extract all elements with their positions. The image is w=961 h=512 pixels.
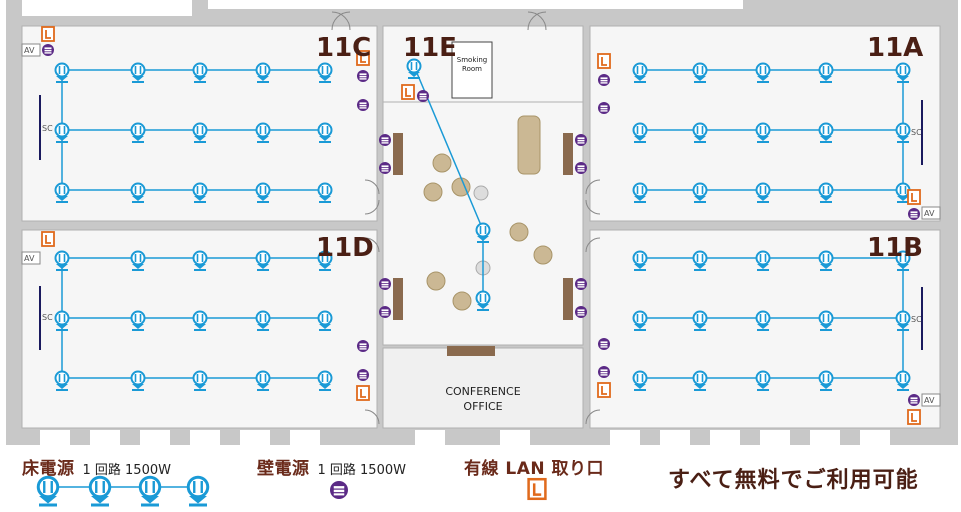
conference-line2: OFFICE (463, 400, 502, 413)
sc-mark-11a: SC (911, 128, 922, 137)
legend-floor-power-detail: 1 回路 1500W (82, 463, 171, 478)
room-label-11d: 11D (316, 233, 374, 263)
sc-mark-11d: SC (42, 313, 53, 322)
conference-line1: CONFERENCE (445, 385, 520, 398)
room-label-11c: 11C (316, 33, 371, 63)
legend-lan-title: 有線 LAN 取り口 (464, 459, 605, 479)
smoking-room (451, 41, 493, 99)
room-label-11a: 11A (867, 33, 923, 63)
room-label-11b: 11B (867, 233, 923, 263)
legend-lan-icon (527, 477, 547, 501)
av-mark-11d: AV (24, 254, 35, 263)
av-mark-11a: AV (924, 209, 935, 218)
av-mark-11c: AV (24, 46, 35, 55)
legend-wall-power-title: 壁電源 (257, 459, 310, 479)
legend-wall-power-detail: 1 回路 1500W (317, 463, 406, 478)
conference-office-area (382, 347, 584, 429)
legend-floor-power-title: 床電源 (22, 459, 75, 479)
legend-wall-outlet-icon (330, 481, 348, 499)
free-notice: すべて無料でご利用可能 (668, 468, 919, 493)
legend-wall-power: 壁電源 1 回路 1500W (257, 454, 406, 479)
legend-lan: 有線 LAN 取り口 (464, 454, 604, 479)
legend-floor-outlet-icons (36, 475, 210, 507)
sc-mark-11b: SC (911, 315, 922, 324)
av-mark-11b: AV (924, 396, 935, 405)
room-label-11e: 11E (403, 33, 457, 63)
smoking-room-line2: Room (462, 65, 482, 73)
sc-mark-11c: SC (42, 124, 53, 133)
smoking-room-line1: Smoking (457, 56, 487, 64)
legend-floor-power: 床電源 1 回路 1500W (22, 454, 171, 479)
